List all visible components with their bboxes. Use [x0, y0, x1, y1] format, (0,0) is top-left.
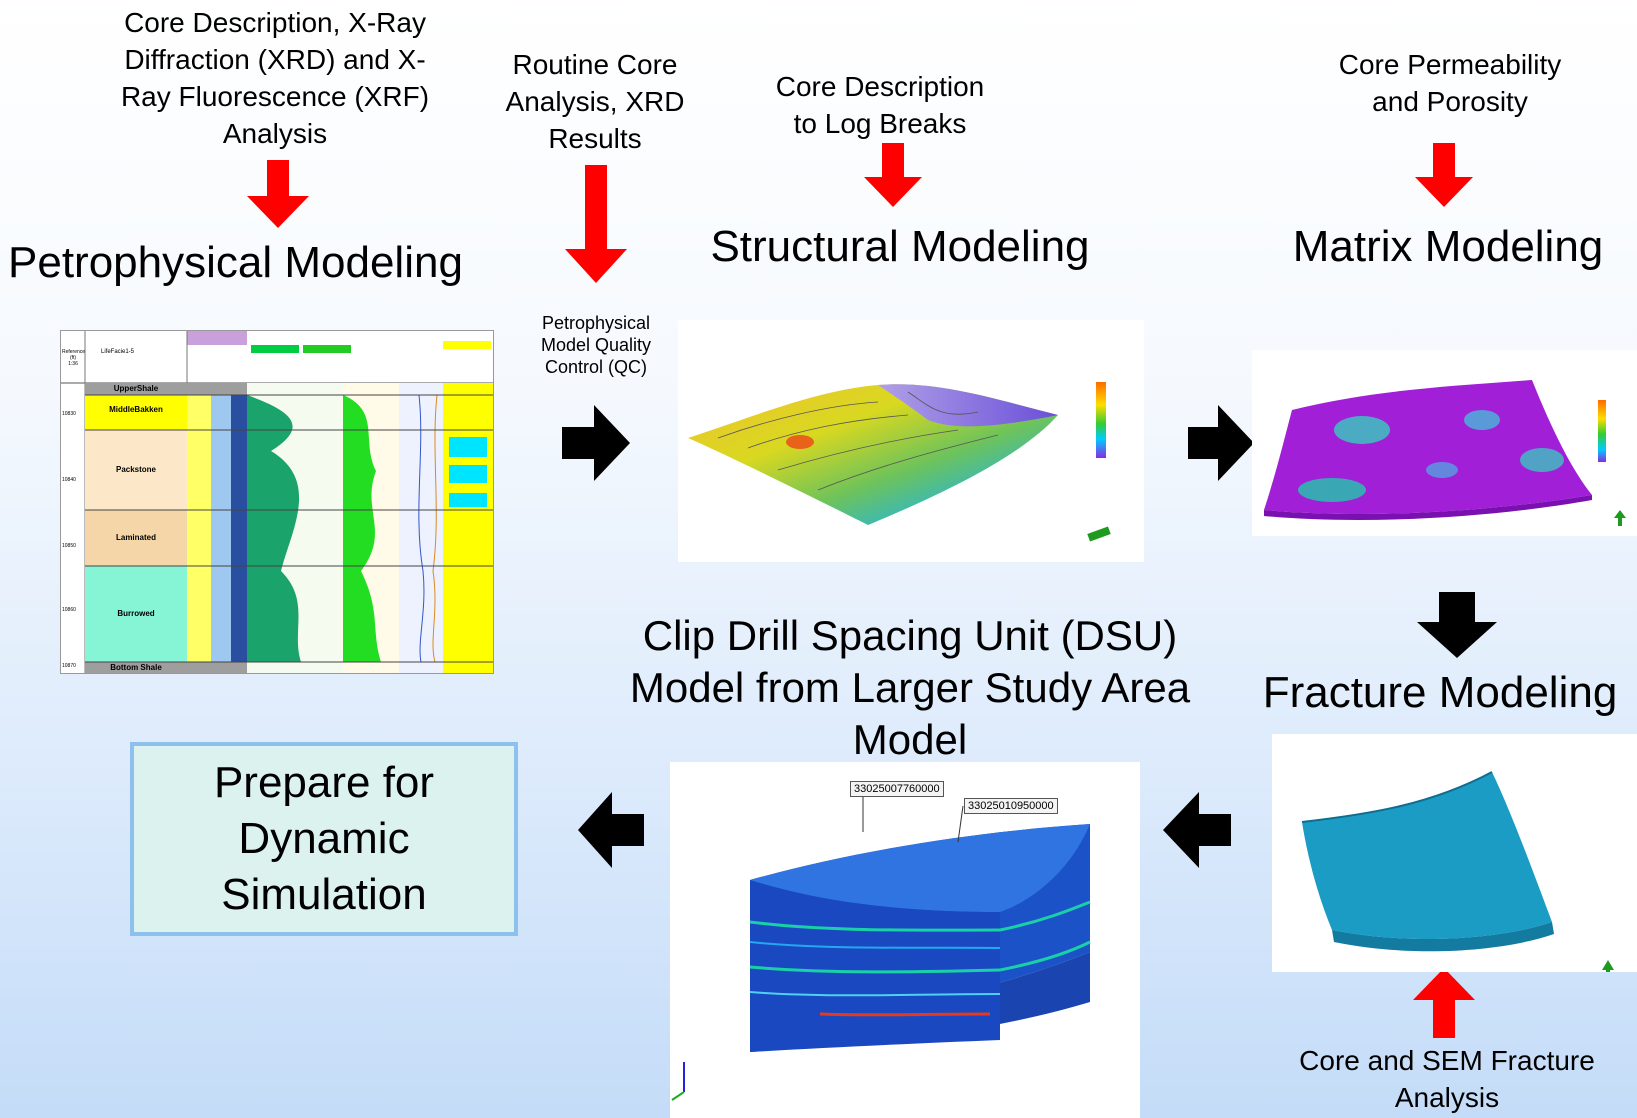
- fracture-input-label: Core and SEM Fracture Analysis: [1282, 1042, 1612, 1116]
- depth-tick: 10870: [62, 663, 76, 669]
- log-header: Reference (ft) 1:36: [62, 349, 86, 367]
- petro-input-line: Diffraction (XRD) and X-: [124, 44, 426, 75]
- prepare-line: Simulation: [221, 870, 427, 919]
- depth-tick: 10860: [62, 607, 76, 613]
- petro-input-label: Core Description, X-Ray Diffraction (XRD…: [80, 4, 470, 152]
- log-well-name: LifeFacie1-5: [101, 349, 135, 355]
- dsu-block-graphic: [671, 782, 1091, 1101]
- clip-dsu-line: Model from Larger Study Area: [629, 664, 1191, 711]
- black-arrow-left-icon: [578, 792, 644, 868]
- fracture-model-image: [1272, 734, 1637, 972]
- structural-input-line: Core Description: [775, 71, 985, 102]
- red-arrow-down-icon: [864, 143, 922, 207]
- qc-label-line: Control (QC): [544, 357, 647, 377]
- zone-label: Burrowed: [117, 609, 155, 618]
- structural-surface-graphic: [688, 382, 1111, 542]
- zone-label: Packstone: [115, 465, 157, 474]
- depth-tick: 10850: [62, 543, 76, 549]
- black-arrow-down-icon: [1417, 592, 1497, 658]
- red-arrow-down-icon: [247, 160, 309, 228]
- structural-input-line: to Log Breaks: [793, 108, 967, 139]
- routine-input-label: Routine Core Analysis, XRD Results: [480, 46, 710, 157]
- clip-dsu-title: Clip Drill Spacing Unit (DSU) Model from…: [620, 610, 1200, 766]
- matrix-input-line: and Porosity: [1372, 86, 1528, 117]
- log-header-line: Reference: [62, 349, 86, 355]
- fracture-input-line: Analysis: [1394, 1082, 1500, 1113]
- log-header-line: 1:36: [68, 361, 78, 367]
- fracture-modeling-title: Fracture Modeling: [1262, 668, 1618, 717]
- zone-label: UpperShale: [113, 384, 159, 393]
- petro-input-line: Core Description, X-Ray: [124, 7, 426, 38]
- petro-input-line: Ray Fluorescence (XRF): [120, 81, 430, 112]
- clip-dsu-line: Clip Drill Spacing Unit (DSU): [642, 612, 1178, 659]
- qc-label-line: Petrophysical: [541, 313, 651, 333]
- matrix-surface-graphic: [1264, 380, 1626, 526]
- black-arrow-left-icon: [1163, 792, 1231, 868]
- matrix-model-image: [1252, 350, 1637, 536]
- matrix-input-label: Core Permeability and Porosity: [1310, 46, 1590, 120]
- routine-input-line: Analysis, XRD: [505, 86, 685, 117]
- matrix-modeling-title: Matrix Modeling: [1292, 222, 1604, 271]
- routine-input-line: Routine Core: [512, 49, 678, 80]
- log-header-line: (ft): [69, 355, 77, 361]
- structural-input-label: Core Description to Log Breaks: [745, 68, 1015, 142]
- clip-dsu-line: Model: [852, 716, 968, 763]
- red-arrow-down-icon: [1415, 143, 1473, 207]
- fracture-input-line: Core and SEM Fracture: [1299, 1045, 1595, 1076]
- black-arrow-right-icon: [1188, 405, 1254, 481]
- structural-model-image: [678, 320, 1144, 562]
- dsu-model-image: 33025007760000 33025010950000: [670, 762, 1140, 1118]
- well-label: 33025007760000: [850, 781, 944, 797]
- routine-input-line: Results: [548, 123, 642, 154]
- zone-label: Laminated: [115, 533, 156, 542]
- black-arrow-right-icon: [562, 405, 630, 481]
- depth-tick: 10840: [62, 477, 76, 483]
- matrix-input-line: Core Permeability: [1338, 49, 1562, 80]
- fracture-surface-graphic: [1301, 771, 1614, 972]
- prepare-simulation-box: Prepare for Dynamic Simulation: [130, 742, 518, 936]
- red-arrow-up-icon: [1413, 968, 1475, 1038]
- prepare-line: Dynamic: [238, 814, 410, 863]
- log-track-graphic: [61, 331, 493, 673]
- structural-modeling-title: Structural Modeling: [710, 222, 1090, 271]
- zone-label: Bottom Shale: [110, 663, 162, 672]
- petrophysical-log-panel: LifeFacie1-5 Reference (ft) 1:36 UpperSh…: [60, 330, 494, 674]
- qc-label: Petrophysical Model Quality Control (QC): [528, 312, 664, 378]
- petro-input-line: Analysis: [222, 118, 328, 149]
- red-arrow-down-icon: [565, 165, 627, 283]
- qc-label-line: Model Quality: [540, 335, 652, 355]
- zone-label: MiddleBakken: [109, 405, 163, 414]
- petrophysical-modeling-title: Petrophysical Modeling: [8, 238, 463, 287]
- well-label: 33025010950000: [964, 798, 1058, 814]
- depth-tick: 10830: [62, 411, 76, 417]
- prepare-line: Prepare for: [213, 758, 435, 807]
